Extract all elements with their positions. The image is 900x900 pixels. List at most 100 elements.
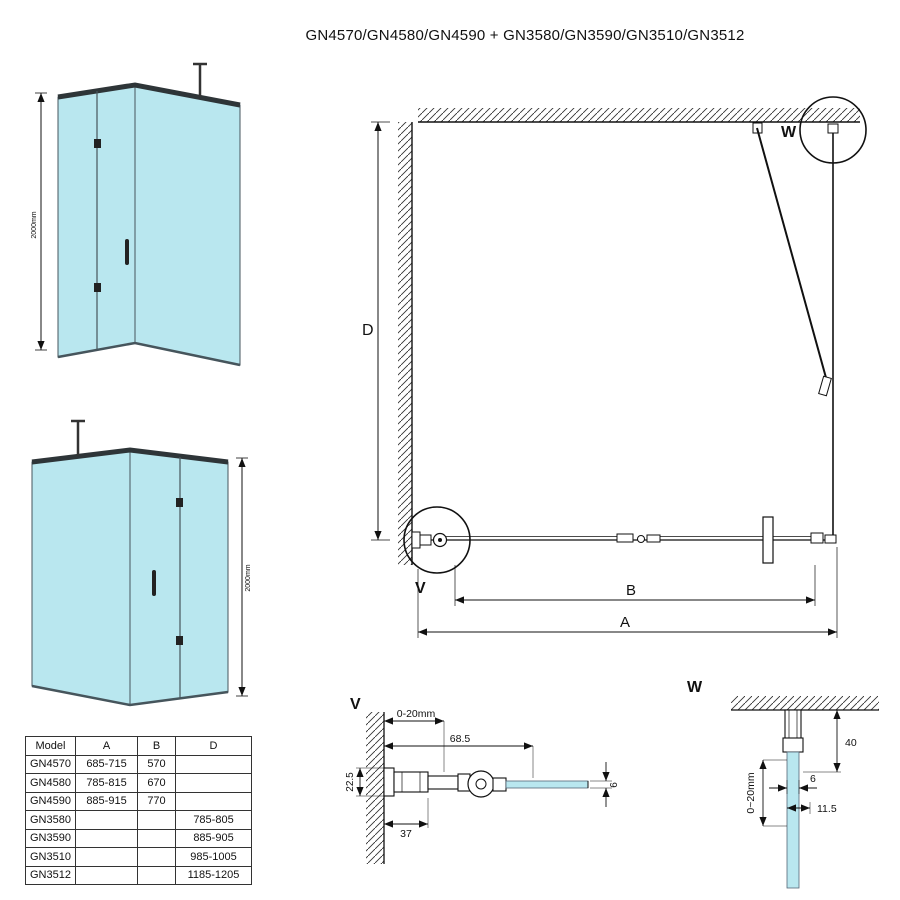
plan-ceiling-and-wall [398,108,860,565]
cell-b [137,865,176,885]
cell-b: 570 [137,754,176,774]
detail-w-profile [782,709,804,753]
detail-w-ref-label: W [781,124,797,141]
detail-w-dim-top-label: 40 [845,737,857,749]
detail-v-wall [366,712,385,864]
table-row: GN3580 785-805 [25,810,252,830]
page-title: GN4570/GN4580/GN4590 + GN3580/GN3590/GN3… [305,27,745,44]
cell-d [175,791,252,811]
detail-v-title: V [350,696,361,713]
cell-model: GN3510 [25,847,76,867]
detail-circle-v [403,506,471,574]
cell-a: 685-715 [75,754,138,774]
detail-w-dim-top [803,710,841,773]
plan-view: V W D B A [362,96,867,638]
detail-v-dim-wall [384,798,429,828]
table-row: GN4590 885-915 770 [25,791,252,811]
table-row: GN4570 685-715 570 [25,754,252,774]
plan-dim-d-label: D [362,322,374,339]
plan-side-panel [752,122,839,540]
cell-d: 885-905 [175,828,252,848]
detail-v-profile-assembly [383,767,589,798]
cell-model: GN4590 [25,791,76,811]
plan-dim-a-label: A [620,614,630,631]
col-header-a: A [75,736,138,756]
detail-v-dim-width-label: 68.5 [450,733,471,745]
cell-d [175,773,252,793]
glass-panel-section [786,751,800,889]
detail-v-dim-glass-label: 6 [609,782,620,788]
detail-w-drawing: W 40 6 11.5 [687,679,879,889]
cell-a [75,810,138,830]
table-row: GN3512 1185-1205 [25,865,252,885]
hinge-icon [94,139,101,148]
detail-v-dim-gap [384,717,445,772]
cell-b: 670 [137,773,176,793]
plan-dim-b-label: B [626,582,636,599]
plan-door-assembly [411,516,837,564]
cell-d [175,754,252,774]
detail-v-dim-wall-label: 37 [400,828,412,840]
hinge-icon [94,283,101,292]
detail-v-dim-width [384,742,534,778]
iso-bottom-enclosure [31,419,229,707]
detail-v-dim-depth-label: 22.5 [345,772,356,792]
detail-w-dim-gap [759,759,787,827]
cell-a: 785-815 [75,773,138,793]
plan-dim-b [454,565,816,606]
cell-d: 1185-1205 [175,865,252,885]
table-row: GN4580 785-815 670 [25,773,252,793]
plan-dim-d [371,121,390,541]
cell-a [75,865,138,885]
glass-panel-section [505,780,589,789]
detail-v-dim-glass [590,762,612,807]
cell-model: GN3590 [25,828,76,848]
cell-a: 885-915 [75,791,138,811]
iso-bottom-height-label: 2000mm [245,564,252,591]
iso-top-height-dim [35,92,47,351]
detail-w-ceiling [731,696,879,711]
detail-w-dim-glass [769,780,817,794]
glass-clamp-icon [782,737,804,753]
cell-b [137,847,176,867]
cell-model: GN3512 [25,865,76,885]
center-hinge-icon [616,533,634,543]
cell-model: GN4570 [25,754,76,774]
cell-model: GN4580 [25,773,76,793]
detail-circle-w [799,96,867,164]
iso-view-top: 2000mm [31,62,241,367]
iso-top-height-label: 2000mm [31,211,38,238]
cell-b [137,828,176,848]
cell-b: 770 [137,791,176,811]
cell-d: 985-1005 [175,847,252,867]
hinge-icon [176,636,183,645]
door-handle-icon [125,239,129,265]
table-row: GN3590 885-905 [25,828,252,848]
col-header-d: D [175,736,252,756]
brace-clamp-icon [818,375,832,397]
col-header-model: Model [25,736,76,756]
cell-a [75,828,138,848]
detail-w-dim-glass-label: 6 [810,773,816,785]
hinge-icon [176,498,183,507]
cell-b [137,810,176,830]
detail-w-dim-offset-label: 11.5 [817,803,837,815]
col-header-b: B [137,736,176,756]
iso-top-enclosure [57,62,241,367]
detail-v-dim-gap-label: 0-20mm [397,708,436,720]
table-row: GN3510 985-1005 [25,847,252,867]
plan-dim-a [417,547,838,638]
wall-profile-icon [411,531,421,549]
iso-bottom-height-dim [236,457,248,697]
detail-w-title: W [687,679,703,696]
detail-w-dim-offset [787,802,811,814]
cell-a [75,847,138,867]
ceiling-mount-icon [827,123,839,134]
cell-model: GN3580 [25,810,76,830]
iso-view-bottom: 2000mm [31,419,252,707]
support-brace [756,127,829,386]
door-handle-icon [152,570,156,596]
panel-connector-icon [762,516,774,564]
cell-d: 785-805 [175,810,252,830]
